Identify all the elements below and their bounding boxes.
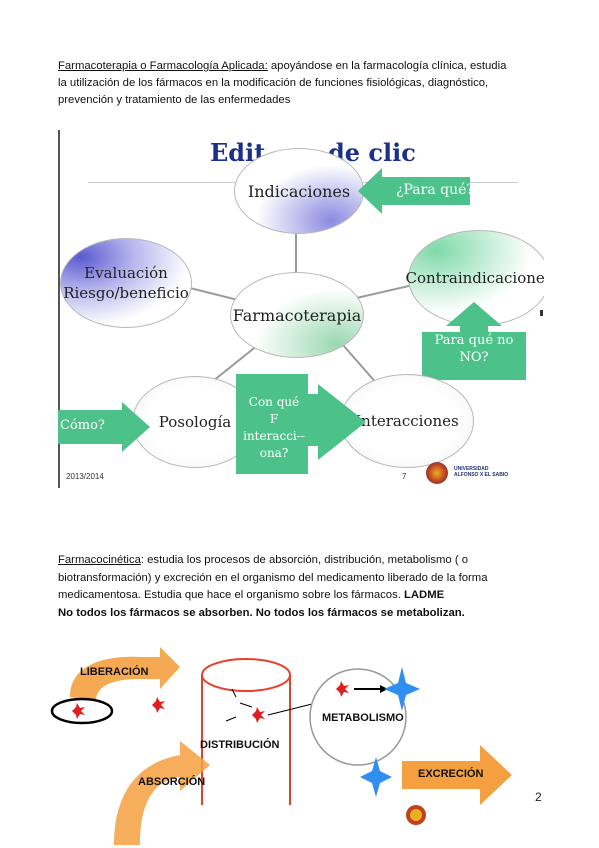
slide-right-marker (540, 310, 543, 316)
para-que-no-arrow (422, 302, 526, 380)
evaluacion-label: Evaluación Riesgo/beneficio (63, 263, 189, 303)
university-name: UNIVERSIDAD ALFONSO X EL SABIO (454, 466, 508, 478)
farmacocinetica-line3: medicamentosa. Estudia que hace el organ… (58, 589, 404, 601)
para-que-arrow (358, 168, 470, 214)
para-que-label: ¿Para qué? (396, 182, 474, 198)
farmacoterapia-oval: Farmacoterapia (230, 272, 364, 358)
intro-line3: prevención y tratamiento de las enfermed… (58, 94, 291, 106)
indicaciones-oval: Indicaciones (234, 148, 364, 234)
para-que-no-line2: NO? (459, 350, 489, 365)
farmacoterapia-label: Farmacoterapia (232, 305, 362, 325)
farmacocinetica-line2: biotransformación) y excreción en el org… (58, 571, 488, 584)
intro-paragraph: Farmacoterapia o Farmacología Aplicada: … (58, 58, 548, 109)
con-que-arrow (236, 374, 366, 474)
para-que-no-label: Para qué no NO? (422, 332, 526, 366)
page-number: 2 (535, 790, 542, 804)
evaluacion-line1: Evaluación (84, 264, 168, 282)
ladme-keyword: LADME (404, 589, 445, 601)
con-que-line2: F (269, 412, 279, 426)
university-seal-icon (426, 462, 448, 484)
interacciones-label: Interacciones (355, 412, 459, 430)
university-line1: UNIVERSIDAD (454, 466, 489, 472)
ladme-diagram: LIBERACIÓN DISTRIBUCIÓN METABOLISMO ABSO… (40, 645, 560, 845)
farmacocinetica-line1: : estudia los procesos de absorción, dis… (140, 554, 469, 566)
slide-footer-page: 7 (402, 472, 407, 481)
farmacoterapia-slide: Edit de clic Indicaciones ¿Para qué? Eva… (58, 130, 544, 488)
posologia-label: Posología (158, 413, 232, 431)
intro-line2: la utilización de los fármacos en la mod… (58, 77, 489, 89)
como-arrow (58, 402, 150, 452)
farmacocinetica-paragraph: Farmacocinética: estudia los procesos de… (58, 552, 548, 622)
evaluacion-oval: Evaluación Riesgo/beneficio (60, 238, 192, 328)
con-que-line1: Con qué (248, 395, 300, 409)
con-que-line3: interacci-- (243, 429, 305, 443)
metabolismo-label: METABOLISMO (322, 712, 404, 724)
farmacocinetica-line4: No todos los fármacos se absorben. No to… (58, 606, 465, 619)
con-que-label: Con qué F interacci-- ona? (238, 394, 310, 462)
intro-line1: apoyándose en la farmacología clínica, e… (267, 60, 507, 72)
como-label: Cómo? (60, 418, 105, 433)
farmacocinetica-term: Farmacocinética (58, 554, 141, 566)
contraindicaciones-oval: Contraindicaciones (405, 230, 544, 326)
liberacion-label: LIBERACIÓN (80, 666, 149, 678)
university-line2: ALFONSO X EL SABIO (454, 472, 509, 478)
evaluacion-line2: Riesgo/beneficio (63, 284, 189, 302)
ladme-shapes (50, 647, 512, 845)
contraindicaciones-label: Contraindicaciones (405, 269, 544, 287)
absorcion-label: ABSORCIÓN (138, 776, 206, 788)
intro-term: Farmacoterapia o Farmacología Aplicada: (58, 60, 268, 72)
excrecion-label: EXCRECIÓN (418, 768, 484, 780)
con-que-line4: ona? (259, 446, 289, 460)
slide-footer-year: 2013/2014 (66, 472, 104, 481)
para-que-no-line1: Para qué no (434, 333, 514, 348)
distribucion-label: DISTRIBUCIÓN (200, 739, 280, 751)
indicaciones-label: Indicaciones (247, 181, 351, 201)
slide-left-border (58, 130, 60, 488)
